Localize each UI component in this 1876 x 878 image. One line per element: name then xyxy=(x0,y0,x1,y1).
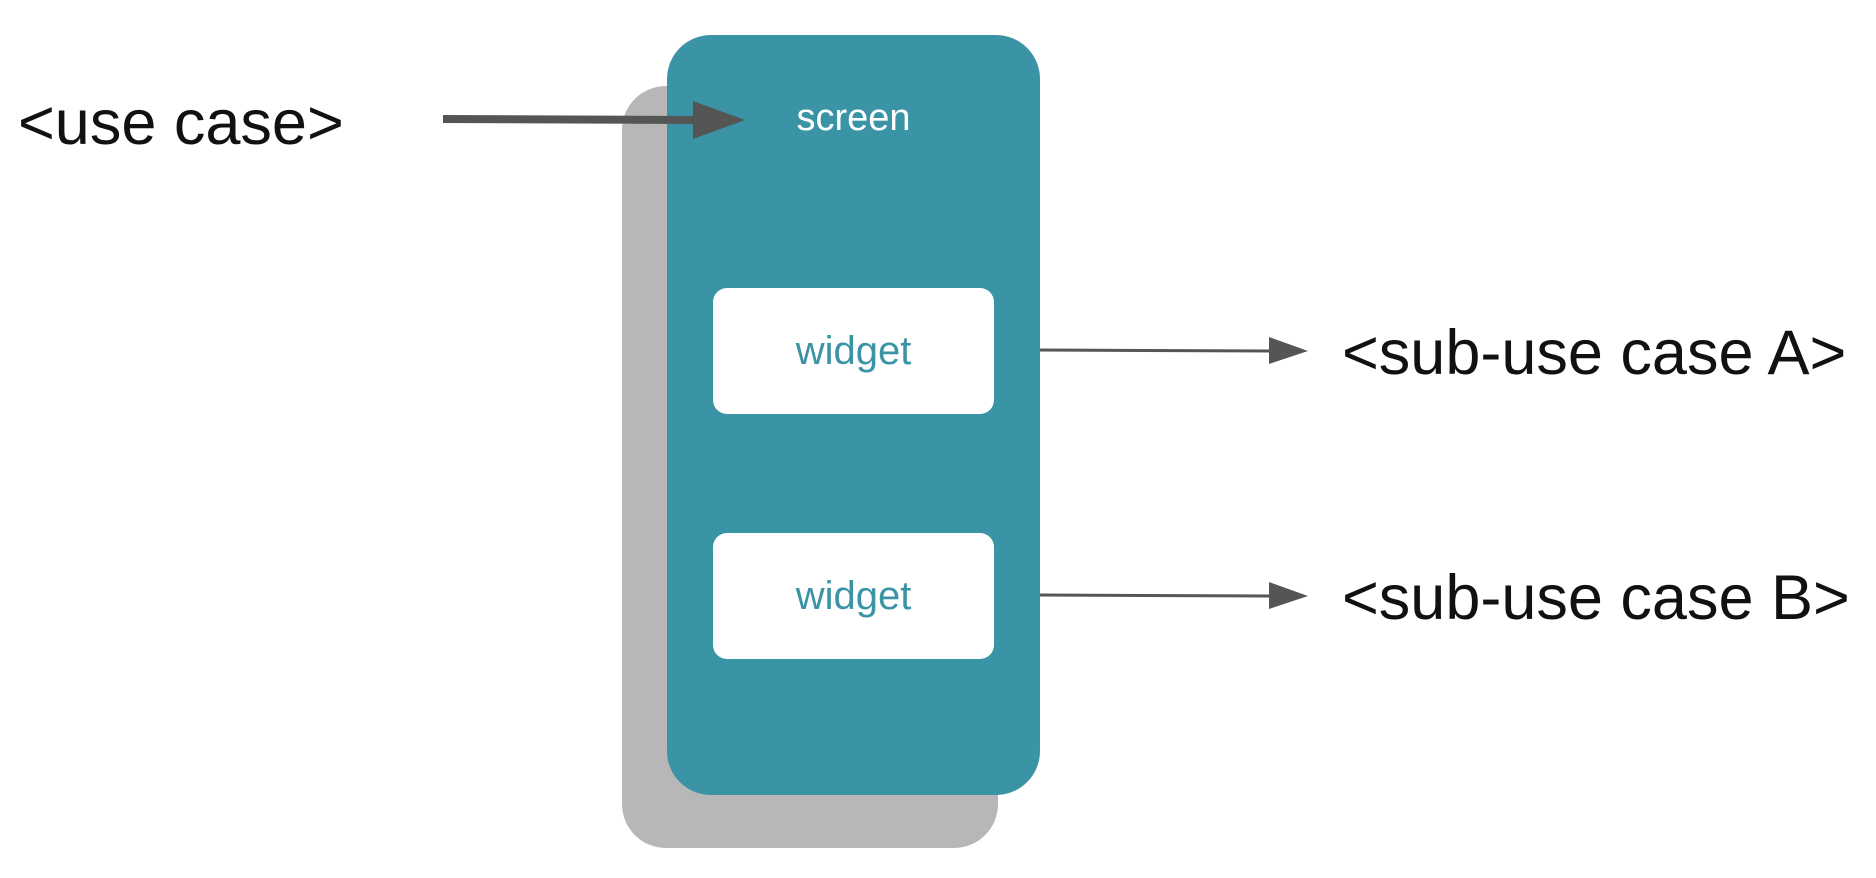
widget-b[interactable]: widget xyxy=(713,533,994,659)
sub-use-case-a-label: <sub-use case A> xyxy=(1342,318,1847,388)
sub-use-case-b-arrow xyxy=(1039,582,1308,609)
use-case-label: <use case> xyxy=(18,88,344,158)
screen-label: screen xyxy=(796,97,911,139)
sub-use-case-b-label: <sub-use case B> xyxy=(1342,563,1850,633)
sub-use-case-a-arrow xyxy=(1039,337,1308,364)
widget-a[interactable]: widget xyxy=(713,288,994,414)
screen-card: screen widget widget xyxy=(667,35,1040,795)
